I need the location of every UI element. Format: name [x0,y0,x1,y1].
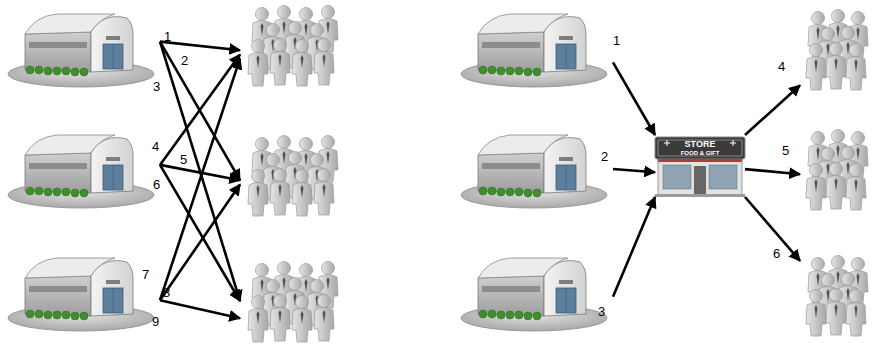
customer-group [240,134,350,218]
warehouse [458,128,613,210]
flow-arrow [613,169,655,172]
callout-number: 4 [152,140,159,153]
flow-arrow [160,165,240,301]
store-picture [655,137,745,197]
customer-picture [806,256,868,337]
warehouse [458,250,613,335]
customer-picture [806,130,868,211]
customer-group [800,252,873,340]
callout-number: 5 [782,144,789,157]
callout-number: 1 [164,30,171,43]
customer-picture [806,10,868,91]
customer-picture [248,136,338,217]
flow-arrow [613,197,655,297]
callout-number: 1 [613,34,620,47]
callout-number: 3 [153,80,160,93]
flow-arrow [160,300,240,318]
callout-number: 9 [152,315,159,328]
warehouse-picture [461,135,607,208]
flow-arrow [745,197,800,261]
flow-arrow [160,42,240,301]
customer-picture [248,262,338,343]
callout-number: 5 [180,153,187,166]
warehouse-picture [461,14,607,87]
customer-group [800,128,873,212]
warehouse-picture [461,258,607,331]
callout-number: 4 [778,60,785,73]
warehouse-picture [8,135,154,208]
warehouse [5,250,160,335]
warehouse [5,8,160,88]
flow-arrow [160,184,240,300]
warehouse-picture [8,258,154,331]
warehouse-picture [8,14,154,87]
flow-arrow [613,62,655,135]
callout-number: 3 [598,305,605,318]
flow-arrow [160,54,240,164]
flow-arrow [160,42,240,181]
customer-group [240,4,350,88]
flow-arrow [160,165,240,180]
flow-arrow [160,42,240,51]
customer-group [240,258,350,344]
store-sign-text: FOOD & GIFT [655,150,745,156]
callout-number: 6 [153,178,160,191]
callout-number: 7 [142,268,149,281]
flow-arrow [745,169,800,174]
callout-number: 2 [601,150,608,163]
flow-arrow [160,59,240,301]
flow-arrow [745,85,800,135]
callout-number: 6 [773,247,780,260]
store-sign-text: STORE [655,140,745,149]
callout-number: 8 [163,286,170,299]
warehouse [458,8,613,88]
customer-group [800,8,873,92]
store: STOREFOOD & GIFT [655,135,745,197]
warehouse [5,128,160,210]
customer-picture [248,6,338,87]
callout-number: 2 [181,54,188,67]
